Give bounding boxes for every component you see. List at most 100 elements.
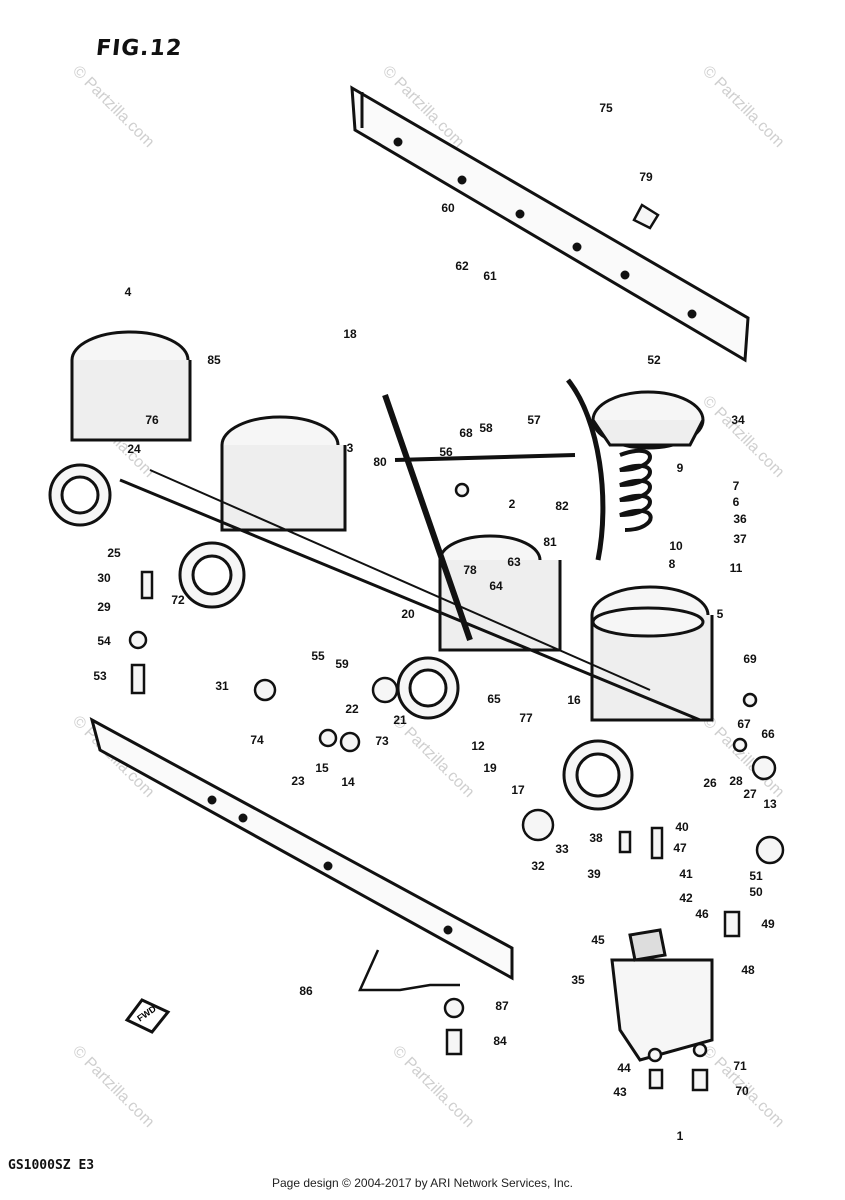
callout-11: 11 — [730, 561, 743, 575]
callout-47: 47 — [673, 841, 687, 855]
callout-66: 66 — [761, 727, 775, 741]
watermark-text: © Partzilla.com — [699, 63, 787, 151]
callout-30: 30 — [97, 571, 111, 585]
callout-80: 80 — [373, 455, 387, 469]
callout-86: 86 — [299, 984, 313, 998]
watermark-text: © Partzilla.com — [389, 1043, 477, 1131]
callout-62: 62 — [455, 259, 469, 273]
watermark-text: © Partzilla.com — [69, 63, 157, 151]
watermark-text: © Partzilla.com — [699, 393, 787, 481]
callout-57: 57 — [527, 413, 541, 427]
float-bowl-and-links — [358, 378, 714, 1062]
callout-60: 60 — [441, 201, 455, 215]
callout-74: 74 — [250, 733, 264, 747]
callout-12: 12 — [471, 739, 485, 753]
callout-63: 63 — [507, 555, 521, 569]
callout-64: 64 — [489, 579, 503, 593]
callout-73: 73 — [375, 734, 389, 748]
callout-58: 58 — [479, 421, 493, 435]
callout-28: 28 — [729, 774, 743, 788]
callout-8: 8 — [669, 557, 676, 571]
callout-19: 19 — [483, 761, 497, 775]
callout-85: 85 — [207, 353, 221, 367]
callout-24: 24 — [127, 442, 141, 456]
callout-67: 67 — [737, 717, 751, 731]
callout-35: 35 — [571, 973, 585, 987]
callout-22: 22 — [345, 702, 359, 716]
callout-84: 84 — [493, 1034, 507, 1048]
callout-69: 69 — [743, 652, 757, 666]
callout-56: 56 — [439, 445, 453, 459]
callout-79: 79 — [639, 170, 653, 184]
callout-18: 18 — [343, 327, 357, 341]
callout-59: 59 — [335, 657, 349, 671]
callout-1: 1 — [677, 1129, 684, 1143]
callout-13: 13 — [763, 797, 777, 811]
callout-32: 32 — [531, 859, 545, 873]
small-parts — [128, 203, 785, 1092]
callout-20: 20 — [401, 607, 415, 621]
callout-53: 53 — [93, 669, 107, 683]
callout-36: 36 — [733, 512, 747, 526]
callout-45: 45 — [591, 933, 605, 947]
forward-arrow-icon: FWD — [124, 998, 171, 1034]
callout-4: 4 — [125, 285, 132, 299]
callout-48: 48 — [741, 963, 755, 977]
copyright-footer: Page design © 2004-2017 by ARI Network S… — [271, 1176, 573, 1190]
callout-41: 41 — [679, 867, 693, 881]
callout-75: 75 — [599, 101, 613, 115]
callout-71: 71 — [733, 1059, 747, 1073]
callout-46: 46 — [695, 907, 709, 921]
callout-38: 38 — [589, 831, 603, 845]
callout-40: 40 — [675, 820, 689, 834]
callout-14: 14 — [341, 775, 355, 789]
callout-55: 55 — [311, 649, 325, 663]
callout-81: 81 — [543, 535, 557, 549]
callout-25: 25 — [107, 546, 121, 560]
callout-78: 78 — [463, 563, 477, 577]
callout-37: 37 — [733, 532, 747, 546]
callout-6: 6 — [733, 495, 740, 509]
callout-23: 23 — [291, 774, 305, 788]
top-bracket — [350, 85, 750, 363]
callout-61: 61 — [483, 269, 497, 283]
callout-39: 39 — [587, 867, 601, 881]
callout-34: 34 — [731, 413, 745, 427]
callout-52: 52 — [647, 353, 661, 367]
callout-82: 82 — [555, 499, 569, 513]
callout-15: 15 — [315, 761, 329, 775]
callout-42: 42 — [679, 891, 693, 905]
callout-5: 5 — [717, 607, 724, 621]
callout-54: 54 — [97, 634, 111, 648]
callout-27: 27 — [743, 787, 757, 801]
callout-77: 77 — [519, 711, 533, 725]
callout-65: 65 — [487, 692, 501, 706]
watermark-text: © Partzilla.com — [69, 1043, 157, 1131]
bottom-bracket — [89, 717, 514, 981]
callout-7: 7 — [733, 479, 740, 493]
callout-43: 43 — [613, 1085, 627, 1099]
callout-49: 49 — [761, 917, 775, 931]
callout-29: 29 — [97, 600, 111, 614]
callout-68: 68 — [459, 426, 473, 440]
callout-31: 31 — [215, 679, 229, 693]
model-code: GS1000SZ E3 — [8, 1158, 95, 1173]
callout-10: 10 — [669, 539, 683, 553]
callout-3: 3 — [347, 441, 354, 455]
callout-72: 72 — [171, 593, 185, 607]
callout-33: 33 — [555, 842, 569, 856]
top-cap-and-spring — [591, 390, 705, 638]
callout-26: 26 — [703, 776, 717, 790]
callout-70: 70 — [735, 1084, 749, 1098]
callout-76: 76 — [145, 413, 159, 427]
callout-2: 2 — [509, 497, 516, 511]
callout-44: 44 — [617, 1061, 631, 1075]
callout-17: 17 — [511, 783, 525, 797]
callout-51: 51 — [749, 869, 763, 883]
callout-21: 21 — [393, 713, 407, 727]
callout-16: 16 — [567, 693, 581, 707]
callout-9: 9 — [677, 461, 684, 475]
callout-layer: 1234567891011121314151617181920212223242… — [93, 101, 777, 1143]
callout-50: 50 — [749, 885, 763, 899]
